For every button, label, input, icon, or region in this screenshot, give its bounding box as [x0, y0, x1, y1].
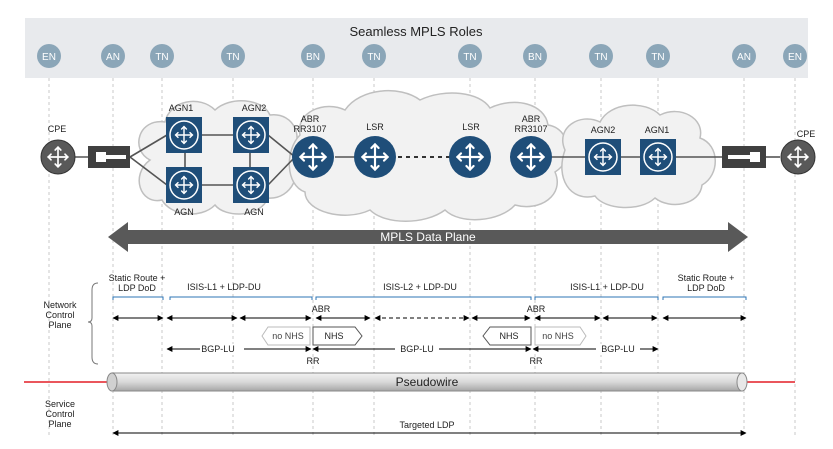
no-nhs-left-arrow: no NHS — [261, 326, 311, 346]
role-badge-label: TN — [155, 52, 168, 63]
pseudowire: Pseudowire — [24, 372, 795, 392]
role-badge-label: TN — [463, 52, 476, 63]
nhs-right-arrow: NHS — [482, 326, 532, 346]
isis-l1-left-label: ISIS-L1 + LDP-DU — [187, 282, 261, 292]
bgp-lu-mid-label: BGP-LU — [400, 344, 434, 354]
role-badge-tn: TN — [362, 44, 386, 68]
targeted-ldp-label: Targeted LDP — [399, 420, 454, 430]
agn-bottom-1-router — [166, 167, 202, 203]
cpe-left-label: CPE — [48, 124, 67, 134]
agn2-left-label: AGN2 — [242, 103, 267, 113]
cpe-left — [40, 139, 76, 175]
role-badge-en: EN — [783, 44, 807, 68]
nhs-left-arrow: NHS — [312, 326, 363, 346]
agn2-right-label: AGN2 — [591, 125, 616, 135]
nhs-right-label: NHS — [499, 331, 518, 341]
lsr-1-label: LSR — [366, 122, 384, 132]
abr-right-router — [510, 136, 552, 178]
agn1-right-router — [640, 139, 676, 175]
role-badge-bn: BN — [523, 44, 547, 68]
role-badge-label: TN — [594, 52, 607, 63]
core-cloud — [288, 89, 569, 222]
rr-right-label: RR — [530, 356, 543, 366]
protocol-domain-brackets — [112, 296, 747, 300]
bgp-lu-right-label: BGP-LU — [601, 344, 635, 354]
static-route-right-label: Static Route +LDP DoD — [678, 273, 735, 293]
role-badge-an: AN — [732, 44, 756, 68]
agn-bottom-1-label: AGN — [174, 207, 194, 217]
mpls-data-plane-arrow: MPLS Data Plane — [108, 222, 748, 252]
role-badge-tn: TN — [221, 44, 245, 68]
agn2-left-router — [233, 117, 269, 153]
agn1-right-label: AGN1 — [645, 125, 670, 135]
no-nhs-left-label: no NHS — [272, 331, 304, 341]
no-nhs-right-arrow: no NHS — [534, 326, 587, 346]
bgp-lu-left-label: BGP-LU — [201, 344, 235, 354]
roles-bar: Seamless MPLS Roles EN AN TN TN BN TN TN BN TN TN… — [25, 18, 808, 78]
agn1-left-label: AGN1 — [169, 103, 194, 113]
agn-bottom-2-label: AGN — [244, 207, 264, 217]
cpe-right-label: CPE — [797, 129, 816, 139]
lsr-2-router — [449, 136, 491, 178]
role-badge-tn: TN — [150, 44, 174, 68]
nhs-left-label: NHS — [324, 331, 343, 341]
network-control-plane-brace — [87, 282, 99, 365]
role-badge-tn: TN — [589, 44, 613, 68]
role-badge-bn: BN — [301, 44, 325, 68]
agn1-left-router — [166, 117, 202, 153]
role-badge-label: EN — [788, 52, 802, 63]
isis-l2-label: ISIS-L2 + LDP-DU — [383, 282, 457, 292]
role-badge-label: TN — [651, 52, 664, 63]
cpe-right — [780, 139, 816, 175]
role-badge-an: AN — [101, 44, 125, 68]
role-badge-label: AN — [737, 52, 751, 63]
roles-title: Seamless MPLS Roles — [350, 24, 483, 39]
role-badge-tn: TN — [646, 44, 670, 68]
access-cloud-left — [138, 99, 298, 215]
mpls-data-plane-label: MPLS Data Plane — [380, 230, 476, 244]
abr-left-router — [292, 136, 334, 178]
agn-bottom-2-router — [233, 167, 269, 203]
role-badge-label: AN — [106, 52, 120, 63]
role-badge-label: BN — [528, 52, 542, 63]
access-node-left — [88, 146, 130, 168]
abr-right-cp-label: ABR — [527, 304, 546, 314]
access-node-right — [722, 146, 766, 168]
agn2-right-router — [585, 139, 621, 175]
no-nhs-right-label: no NHS — [542, 331, 574, 341]
isis-l1-right-label: ISIS-L1 + LDP-DU — [570, 282, 644, 292]
pseudowire-label: Pseudowire — [396, 375, 459, 389]
role-badge-label: EN — [42, 52, 56, 63]
role-badge-en: EN — [37, 44, 61, 68]
role-badge-label: TN — [226, 52, 239, 63]
role-badge-label: BN — [306, 52, 320, 63]
role-badge-tn: TN — [458, 44, 482, 68]
lsr-2-label: LSR — [462, 122, 480, 132]
rr-left-label: RR — [307, 356, 320, 366]
static-route-left-label: Static Route +LDP DoD — [109, 273, 166, 293]
lsr-1-router — [354, 136, 396, 178]
role-badge-label: TN — [367, 52, 380, 63]
abr-left-cp-label: ABR — [312, 304, 331, 314]
